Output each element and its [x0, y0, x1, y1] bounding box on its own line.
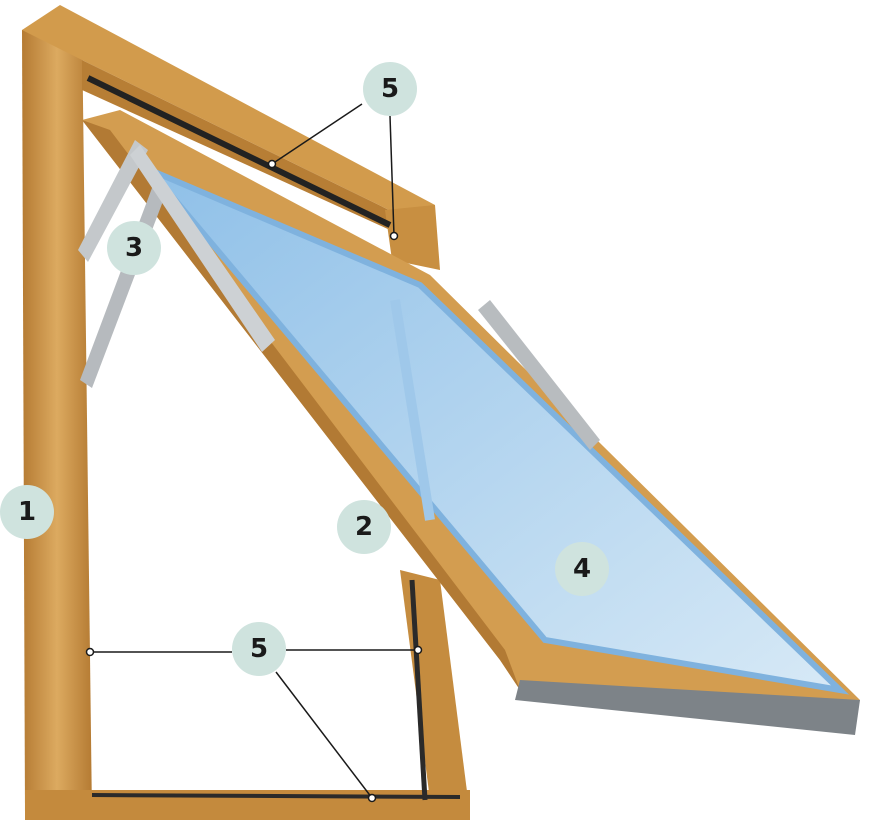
leader-5-top-a — [271, 103, 363, 165]
frame-head — [22, 5, 435, 230]
right-hinge-arm — [478, 300, 600, 450]
leader-dot — [367, 793, 377, 803]
callout-badge-hinge-arm: 3 — [107, 221, 161, 275]
outer-frame — [22, 5, 470, 820]
leader-dots — [85, 159, 423, 803]
left-hinge-arm-lower — [80, 180, 168, 388]
leader-lines — [90, 103, 418, 799]
glass-divider — [390, 299, 435, 521]
sash-bottom-rail-metal — [515, 680, 860, 735]
callout-badge-seal-bottom: 5 — [232, 622, 286, 676]
leader-dot — [267, 159, 277, 169]
frame-head-inner — [82, 60, 430, 230]
leader-5-bottom-sill — [275, 671, 373, 799]
frame-top-gasket — [86, 75, 392, 228]
callout-badge-seal-top: 5 — [363, 62, 417, 116]
leader-dot — [85, 647, 95, 657]
frame-left-jamb — [22, 22, 92, 815]
glass-pane — [147, 167, 850, 695]
frame-right-jamb — [385, 205, 440, 270]
callout-badge-glazing: 4 — [555, 542, 609, 596]
callout-badge-sash: 2 — [337, 500, 391, 554]
leader-dot — [389, 231, 399, 241]
frame-side-gasket — [409, 579, 428, 801]
leader-5-top-b — [389, 115, 395, 237]
frame-sill-gasket — [91, 793, 461, 799]
leader-dot — [413, 645, 423, 655]
left-hinge-arm — [78, 140, 148, 262]
sash — [82, 110, 860, 735]
callout-badge-frame: 1 — [0, 485, 54, 539]
left-hinge-support — [130, 145, 275, 352]
